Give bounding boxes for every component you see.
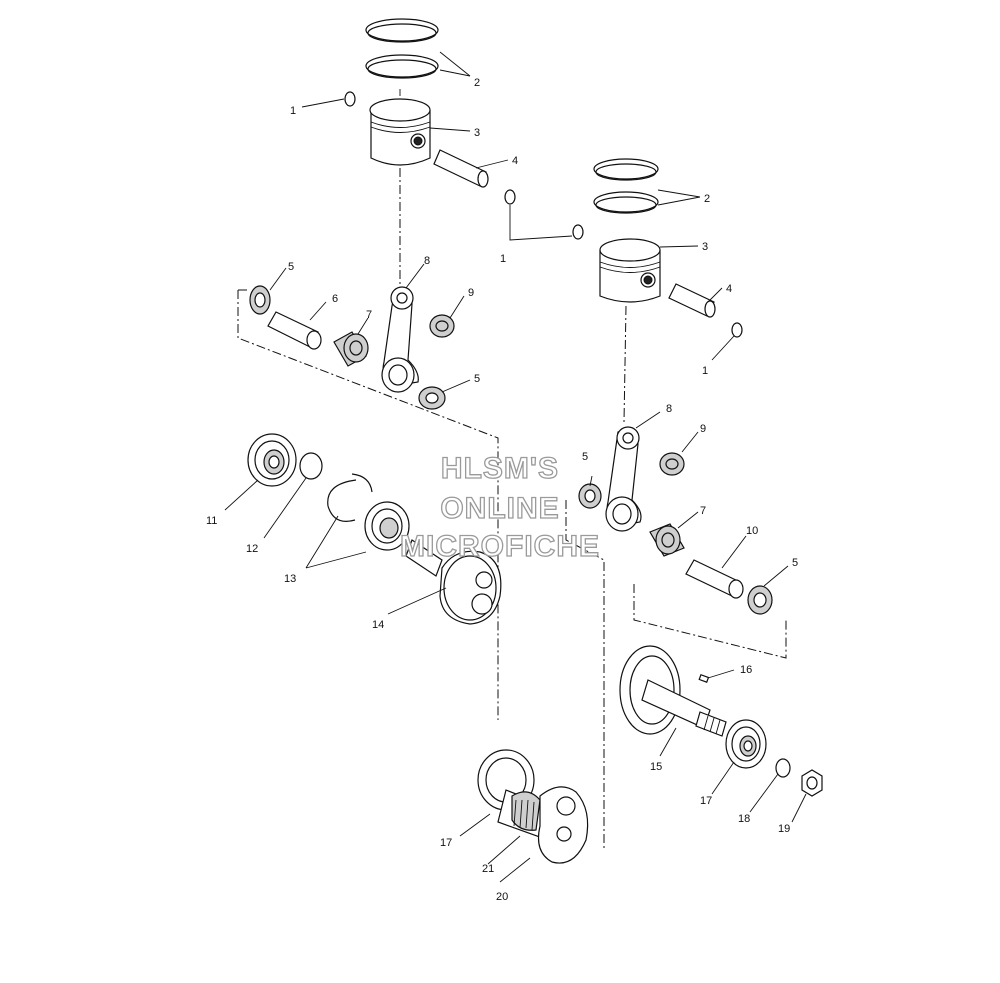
callout-right-crank-pin: 10: [746, 525, 758, 537]
callout-right-needle-bearing-big: 7: [700, 505, 706, 517]
callout-left-thrust-washer-top: 5: [288, 261, 294, 273]
crank-half-left: [405, 539, 502, 625]
callout-center-bearing: 17: [440, 837, 452, 849]
left-piston-pin: [433, 149, 489, 188]
callout-snap-ring: 12: [246, 543, 258, 555]
callout-left-thrust-washer-bottom: 5: [474, 373, 480, 385]
crank-half-right: [619, 645, 727, 737]
right-piston-circlip-lower: [731, 322, 743, 338]
callout-main-bearing-left: 11: [206, 515, 217, 527]
callout-left-piston-pin: 4: [512, 155, 518, 167]
callout-woodruff-key: 16: [740, 664, 752, 676]
right-crank-pin: [685, 559, 744, 599]
left-crank-pin: [267, 311, 322, 350]
left-piston-circlip-4: [504, 189, 516, 205]
woodruff-key: [698, 673, 710, 683]
left-needle-bearing-big: [333, 331, 369, 367]
right-needle-bearing-small: [659, 452, 685, 476]
main-bearing-right: [725, 719, 767, 769]
callout-right-needle-bearing-small: 9: [700, 423, 706, 435]
callout-right-piston: 3: [702, 241, 708, 253]
callout-left-needle-bearing-big: 7: [366, 309, 372, 321]
callout-retaining-rings: 13: [284, 573, 296, 585]
watermark-line-2: ONLINE: [440, 492, 559, 525]
crank-bearing-left: [364, 501, 410, 551]
callout-right-piston-pin: 4: [726, 283, 732, 295]
right-piston-pin: [668, 283, 716, 318]
lock-washer: [775, 758, 791, 778]
left-piston-rings: [365, 18, 439, 79]
right-connecting-rod: [605, 426, 642, 532]
callout-left-needle-bearing-small: 9: [468, 287, 474, 299]
left-needle-bearing-small: [429, 314, 455, 338]
right-thrust-washer-right: [747, 585, 773, 615]
callout-lock-washer: 18: [738, 813, 750, 825]
right-piston-axis: [623, 305, 627, 423]
callout-main-bearing-right: 17: [700, 795, 712, 807]
watermark-line-1: HLSM'S: [441, 452, 559, 485]
callout-left-piston: 3: [474, 127, 480, 139]
main-bearing-left: [247, 433, 297, 487]
right-thrust-washer-left: [578, 483, 602, 509]
right-piston-rings: [593, 158, 659, 214]
callout-right-piston-rings: 2: [704, 193, 710, 205]
left-piston-circlip-1: [344, 91, 356, 107]
nut: [801, 769, 823, 797]
center-crank-assembly: [477, 749, 589, 864]
left-thrust-washer-top: [249, 285, 271, 315]
callout-left-piston-circlip: 1: [290, 105, 296, 117]
callout-right-connecting-rod: 8: [666, 403, 672, 415]
callout-labels: 2 1 3 4 2 1 3 4 1 5 6 7 8 9 5 11 12 13 1…: [206, 77, 798, 903]
callout-right-thrust-washer-right: 5: [792, 557, 798, 569]
snap-ring: [299, 452, 323, 480]
watermark-line-3: MICROFICHE: [400, 530, 600, 563]
callout-right-piston-circlip-upper: 1: [500, 253, 506, 265]
right-needle-bearing-big: [649, 523, 685, 557]
callout-left-piston-rings: 2: [474, 77, 480, 89]
right-piston-circlip-upper: [572, 224, 584, 240]
leader-lines: [224, 51, 807, 883]
right-piston: [599, 238, 661, 303]
left-thrust-washer-bottom: [418, 386, 446, 410]
callout-crank-half-right: 15: [650, 761, 662, 773]
callout-right-thrust-washer-left: 5: [582, 451, 588, 463]
callout-left-crank-pin: 6: [332, 293, 338, 305]
callout-crank-half-left: 14: [372, 619, 384, 631]
left-piston: [369, 89, 431, 166]
callout-right-piston-circlip-lower: 1: [702, 365, 708, 377]
callout-left-connecting-rod: 8: [424, 255, 430, 267]
callout-nut: 19: [778, 823, 790, 835]
right-alignment-line-2: [633, 584, 787, 659]
watermark: HLSM'S ONLINE MICROFICHE: [399, 451, 600, 563]
callout-center-crank: 20: [496, 891, 508, 903]
right-alignment-line-1: [565, 500, 605, 850]
callout-center-seal: 21: [482, 863, 494, 875]
retaining-rings: [327, 473, 373, 522]
left-connecting-rod: [381, 286, 419, 393]
